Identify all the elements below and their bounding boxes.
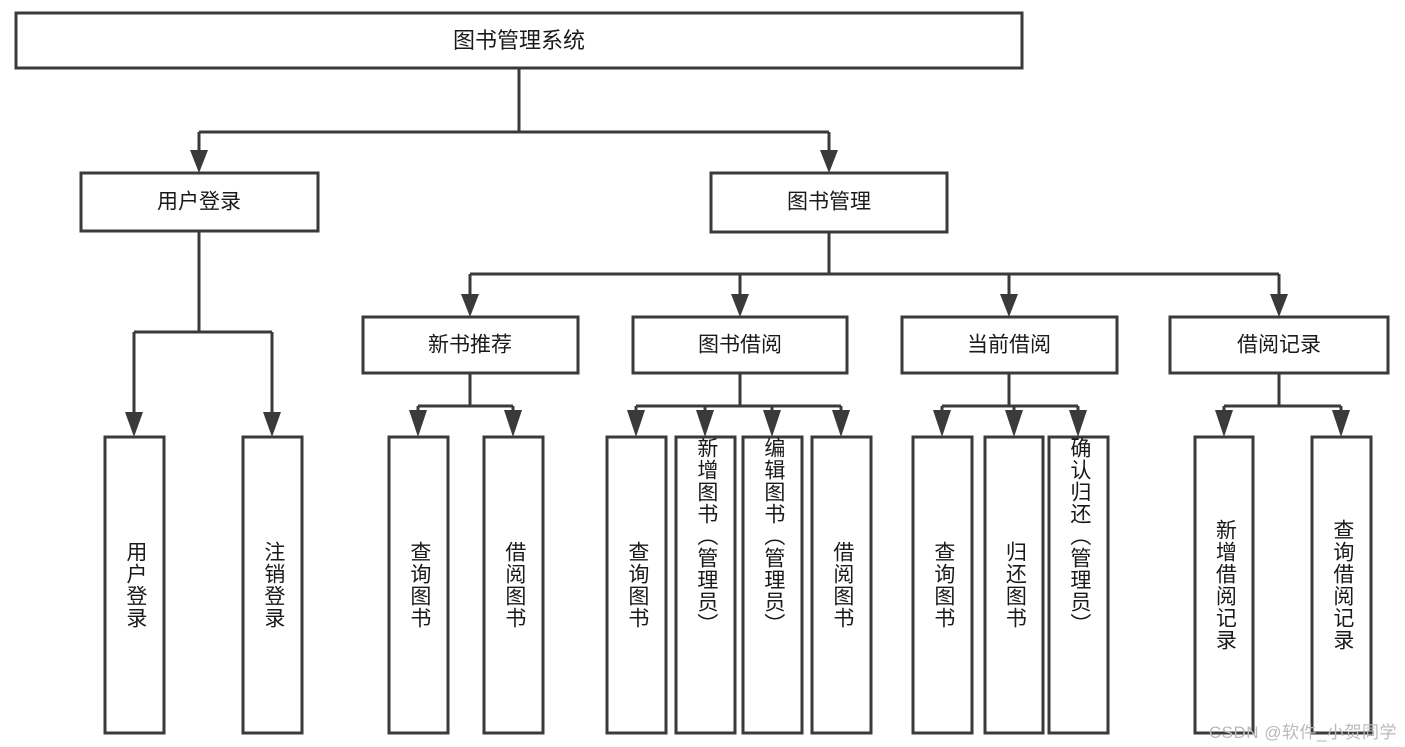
node-current-borrow[interactable]: 当前借阅 — [900, 315, 1119, 375]
connector-group-user-login — [125, 231, 281, 437]
node-new-book-recommend[interactable]: 新书推荐 — [361, 315, 580, 375]
node-root-box[interactable] — [14, 11, 1024, 70]
arrowhead-user-login — [190, 150, 208, 173]
arrowhead-leaf-borrow-book-2 — [832, 410, 850, 437]
leaf-box-query-record[interactable] — [1310, 435, 1373, 735]
node-user-login-label: 用户登录 — [157, 191, 241, 214]
leaf-box-borrow-book-2[interactable] — [810, 435, 873, 735]
node-root-label: 图书管理系统 — [453, 28, 585, 53]
node-book-borrow[interactable]: 图书借阅 — [631, 315, 849, 375]
node-root[interactable]: 图书管理系统 — [14, 11, 1024, 70]
node-book-borrow-label: 图书借阅 — [698, 334, 782, 357]
arrowhead-leaf-query-record — [1332, 410, 1350, 437]
arrowhead-leaf-logout — [263, 412, 281, 437]
connector-group-new-book-recommend — [409, 373, 522, 437]
arrowhead-leaf-borrow-book-1 — [504, 410, 522, 437]
leaf-box-add-record[interactable] — [1193, 435, 1255, 735]
node-new-book-recommend-label: 新书推荐 — [428, 334, 512, 357]
node-book-manage-box[interactable] — [709, 171, 949, 234]
arrowhead-leaf-query-book-2 — [627, 410, 645, 437]
connector-group-root — [190, 68, 838, 173]
leaf-box-group — [103, 435, 1373, 735]
arrowhead-book-borrow — [731, 294, 749, 317]
node-new-book-recommend-box[interactable] — [361, 315, 580, 375]
node-user-login[interactable]: 用户登录 — [79, 171, 320, 233]
node-book-borrow-box[interactable] — [631, 315, 849, 375]
leaf-box-add-book[interactable] — [674, 435, 737, 735]
arrowhead-leaf-add-record — [1215, 410, 1233, 437]
node-book-manage-label: 图书管理 — [787, 191, 871, 214]
connector-group-current-borrow — [933, 373, 1087, 437]
leaf-box-query-book-2[interactable] — [605, 435, 668, 735]
node-current-borrow-box[interactable] — [900, 315, 1119, 375]
node-borrow-record[interactable]: 借阅记录 — [1168, 315, 1390, 375]
watermark-text: CSDN @软件_小贺同学 — [1208, 723, 1397, 742]
arrowhead-leaf-query-book-1 — [409, 410, 427, 437]
node-current-borrow-label: 当前借阅 — [967, 334, 1051, 357]
leaf-box-query-book-1[interactable] — [387, 435, 450, 735]
arrowhead-new-book-recommend — [461, 294, 479, 317]
connector-group-book-manage — [461, 232, 1288, 317]
arrowhead-book-manage — [820, 150, 838, 173]
node-book-manage[interactable]: 图书管理 — [709, 171, 949, 234]
leaf-box-user-login[interactable] — [103, 435, 166, 735]
arrowhead-leaf-edit-book — [763, 410, 781, 437]
node-user-login-box[interactable] — [79, 171, 320, 233]
arrowhead-leaf-query-book-3 — [933, 410, 951, 437]
connector-group-book-borrow — [627, 373, 850, 437]
leaf-box-confirm-return[interactable] — [1047, 435, 1110, 735]
connector-group-borrow-record — [1215, 373, 1350, 437]
leaf-box-logout[interactable] — [241, 435, 304, 735]
arrowhead-leaf-confirm-return — [1069, 410, 1087, 437]
arrowhead-borrow-record — [1270, 294, 1288, 317]
leaf-box-edit-book[interactable] — [741, 435, 804, 735]
arrowhead-leaf-add-book — [696, 410, 714, 437]
leaf-box-return-book[interactable] — [983, 435, 1045, 735]
arrowhead-leaf-user-login — [125, 412, 143, 437]
arrowhead-leaf-return-book — [1005, 410, 1023, 437]
leaf-box-borrow-book-1[interactable] — [482, 435, 545, 735]
node-borrow-record-box[interactable] — [1168, 315, 1390, 375]
leaf-box-query-book-3[interactable] — [911, 435, 974, 735]
node-borrow-record-label: 借阅记录 — [1237, 334, 1321, 357]
arrowhead-current-borrow — [1000, 294, 1018, 317]
